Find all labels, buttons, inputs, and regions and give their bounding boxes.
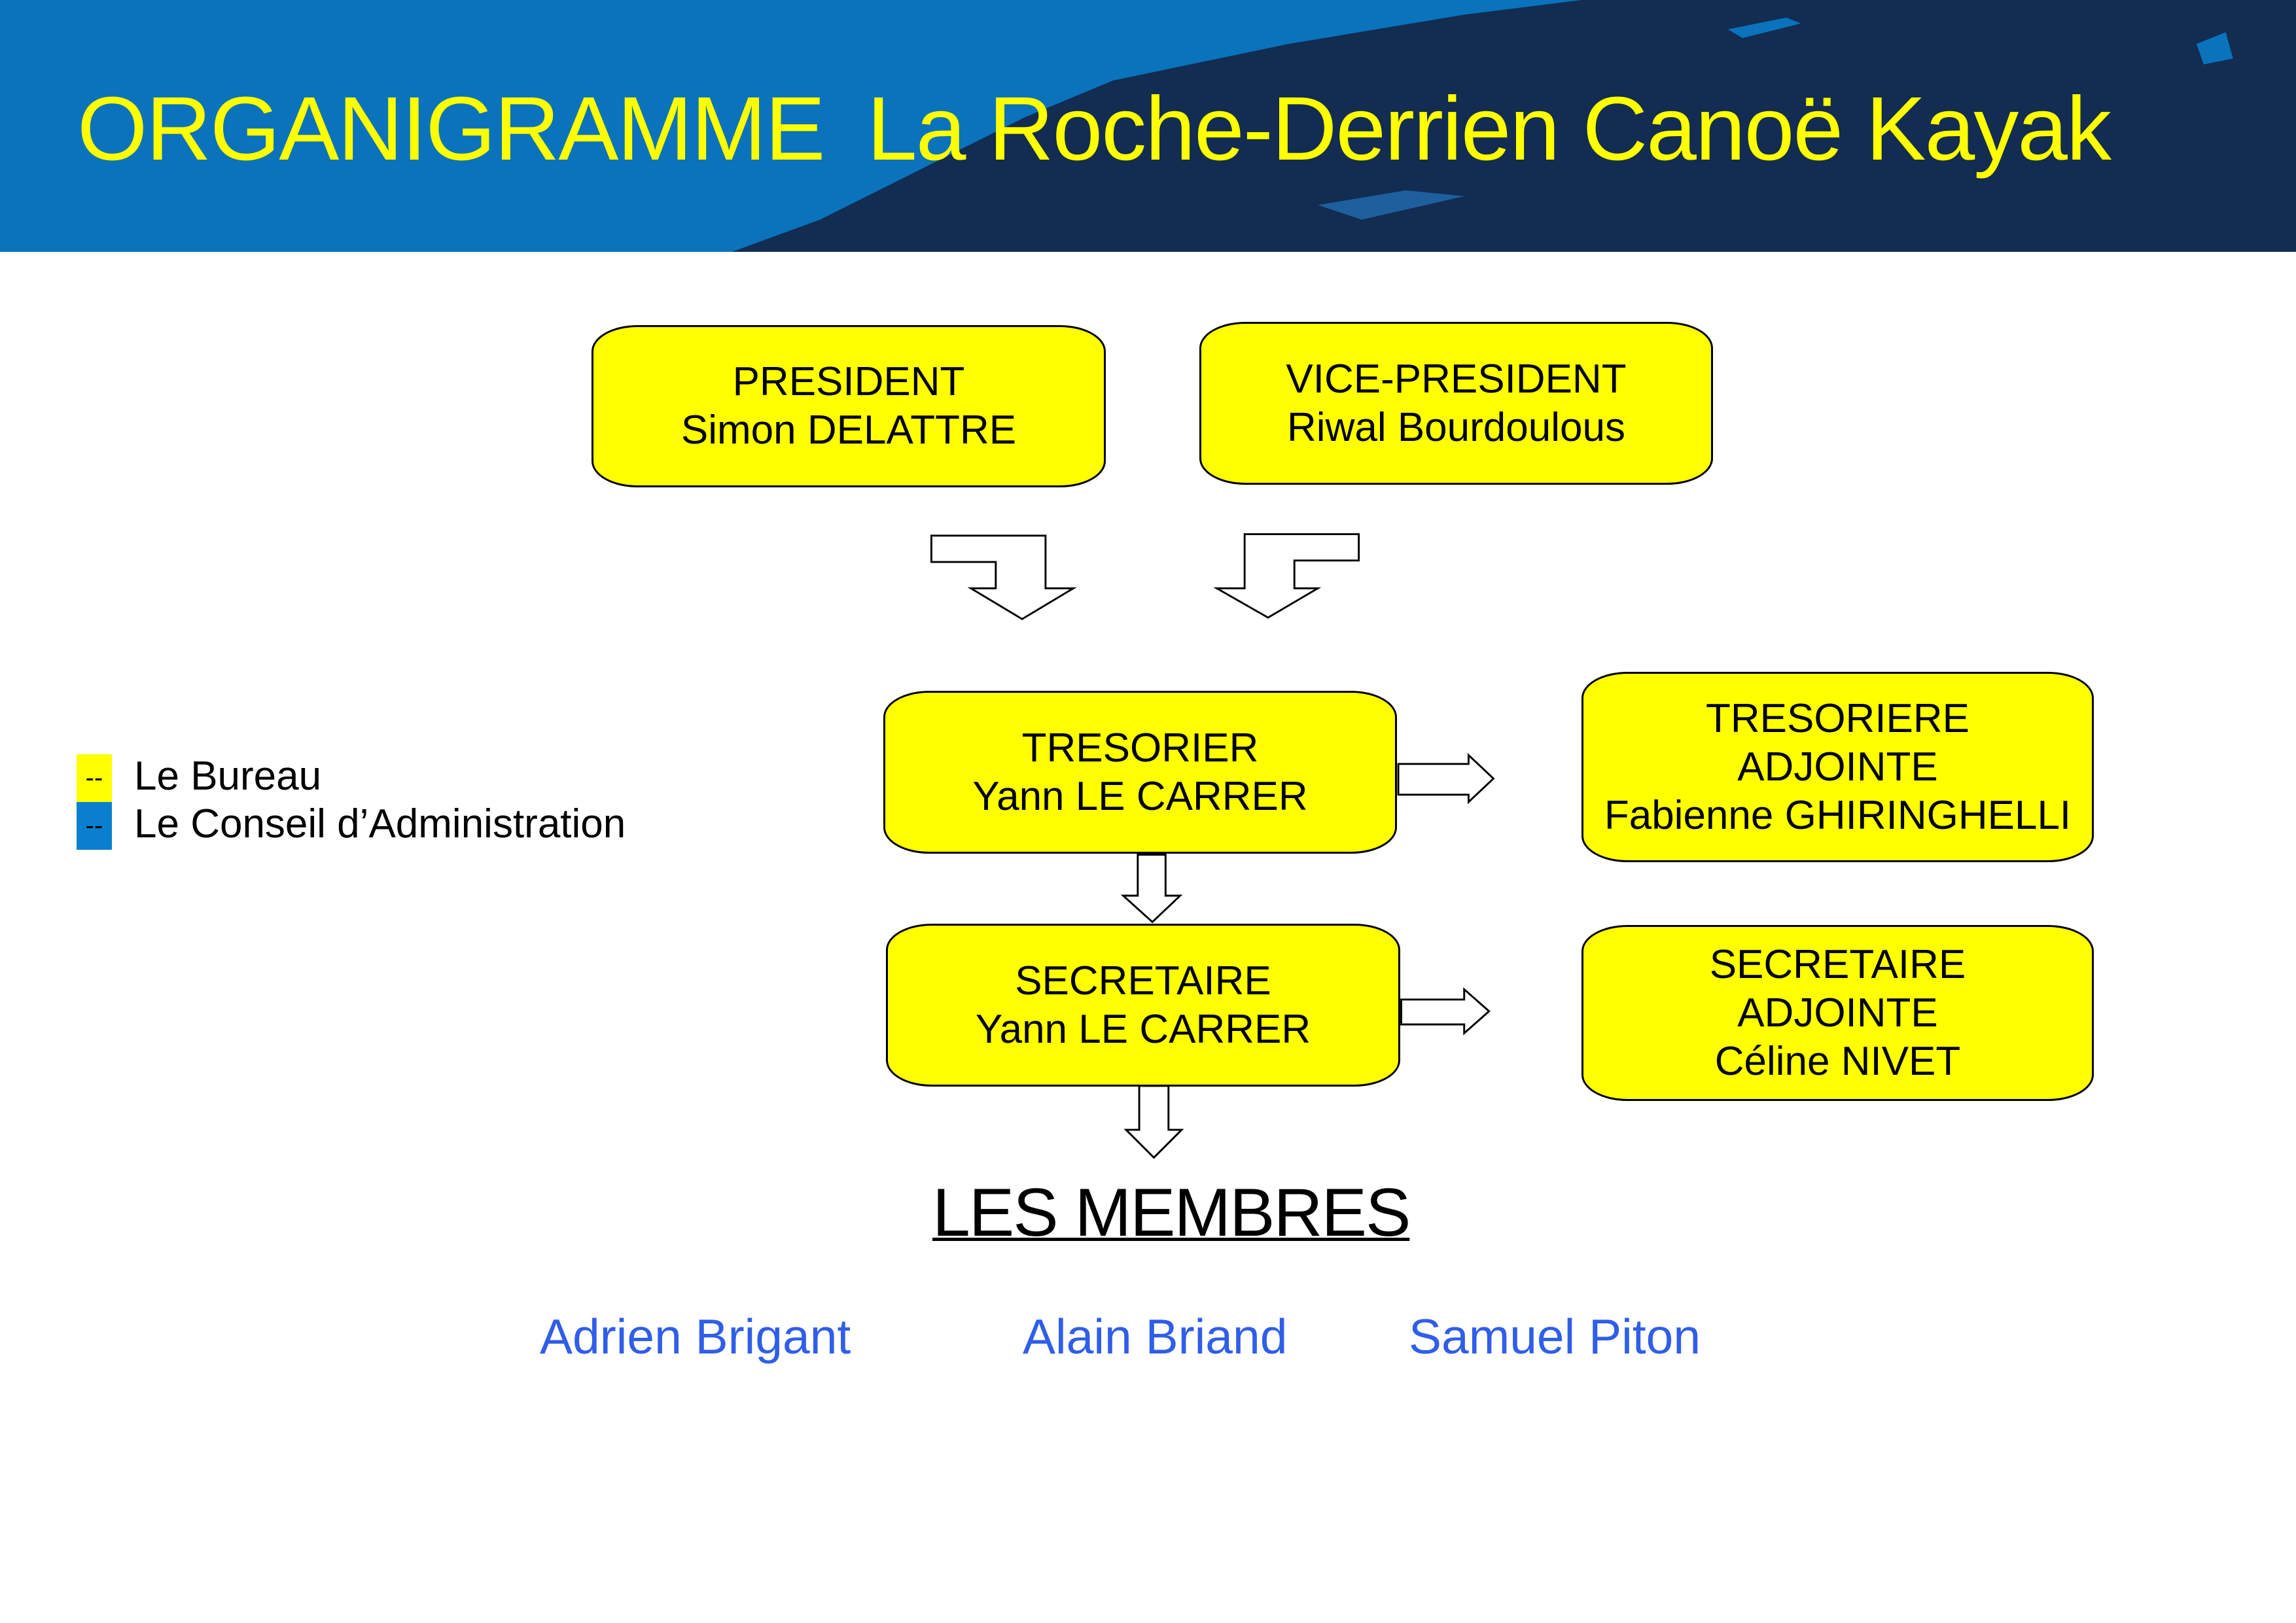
box-secretaire: SECRETAIRE Yann LE CARRER — [886, 924, 1400, 1087]
role-label-2: ADJOINTE — [1737, 744, 1938, 790]
role-label-2: ADJOINTE — [1737, 990, 1938, 1036]
person-name: Riwal Bourdoulous — [1287, 404, 1625, 450]
role-label: TRESORIER — [1021, 725, 1259, 771]
box-tresorier: TRESORIER Yann LE CARRER — [883, 691, 1397, 854]
bent-arrow-vice-president — [1213, 533, 1360, 619]
arrow-to-members — [1123, 1085, 1184, 1159]
legend-label-bureau: Le Bureau — [134, 754, 322, 799]
role-label: PRESIDENT — [732, 359, 965, 404]
box-president: PRESIDENT Simon DELATTRE — [592, 325, 1106, 487]
role-label: SECRETAIRE — [1709, 941, 1966, 987]
member-name: Samuel Piton — [1409, 1309, 1701, 1364]
person-name: Simon DELATTRE — [680, 408, 1017, 453]
member-name: Alain Briand — [1023, 1309, 1288, 1364]
legend-swatch-conseil: -- — [77, 802, 112, 850]
legend-label-conseil: Le Conseil d’Administration — [134, 801, 626, 846]
person-name: Céline NIVET — [1714, 1038, 1961, 1084]
box-vice-president: VICE-PRESIDENT Riwal Bourdoulous — [1199, 322, 1713, 485]
legend-swatch-bureau: -- — [77, 754, 112, 802]
person-name: Fabienne GHIRINGHELLI — [1604, 792, 2072, 838]
person-name: Yann LE CARRER — [975, 1006, 1311, 1052]
members-heading: LES MEMBRES — [932, 1175, 1411, 1251]
title-club-name: La Roche-Derrien Canoë Kayak — [867, 79, 2111, 179]
role-label: VICE-PRESIDENT — [1286, 356, 1627, 402]
header-banner: ORGANIGRAMME La Roche-Derrien Canoë Kaya… — [0, 0, 2296, 252]
arrow-to-tresoriere-adjointe — [1397, 753, 1495, 805]
title-organigramme: ORGANIGRAMME — [77, 79, 825, 179]
role-label: SECRETAIRE — [1015, 958, 1271, 1003]
person-name: Yann LE CARRER — [972, 773, 1308, 819]
bent-arrow-president — [930, 534, 1077, 621]
box-tresoriere-adjointe: TRESORIERE ADJOINTE Fabienne GHIRINGHELL… — [1581, 672, 2094, 862]
brush-stroke-background — [732, 0, 2296, 252]
member-name: Adrien Brigant — [540, 1309, 851, 1364]
box-secretaire-adjointe: SECRETAIRE ADJOINTE Céline NIVET — [1581, 925, 2094, 1101]
arrow-to-secretaire — [1120, 854, 1183, 924]
role-label: TRESORIERE — [1705, 695, 1970, 741]
arrow-to-secretaire-adjointe — [1400, 987, 1491, 1036]
